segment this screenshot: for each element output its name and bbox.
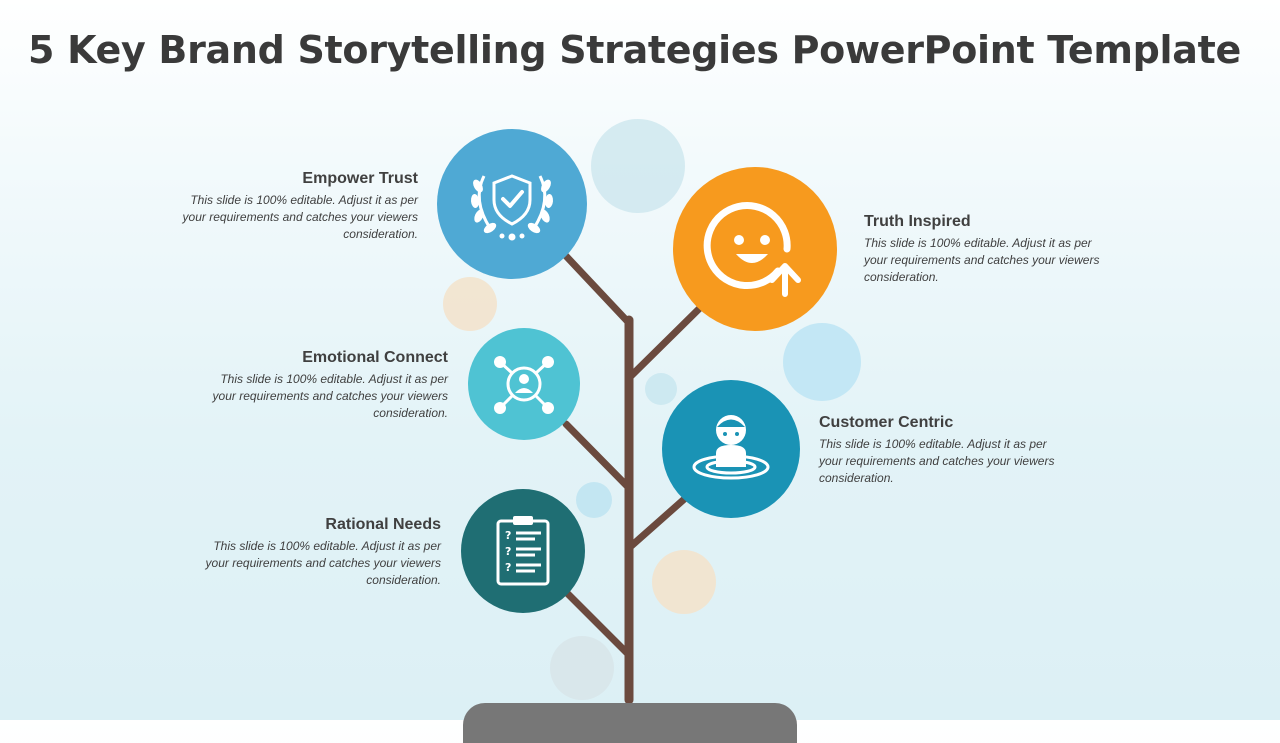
customer-centric-text: Customer Centric This slide is 100% edit… bbox=[819, 414, 1079, 487]
desc-line: consideration. bbox=[366, 573, 441, 587]
page-title: 5 Key Brand Storytelling Strategies Powe… bbox=[28, 28, 1241, 72]
desc-line: your requirements and catches your viewe… bbox=[205, 556, 441, 570]
shield-laurel-icon bbox=[470, 174, 554, 241]
svg-text:?: ? bbox=[505, 545, 511, 558]
rational-needs-node: ? ? ? bbox=[461, 489, 585, 613]
svg-text:?: ? bbox=[505, 529, 511, 542]
desc-line: your requirements and catches your viewe… bbox=[864, 253, 1100, 267]
smile-arrow-up-icon bbox=[703, 202, 801, 297]
desc-line: This slide is 100% editable. Adjust it a… bbox=[864, 236, 1092, 250]
rational-needs-description: This slide is 100% editable. Adjust it a… bbox=[181, 538, 441, 589]
desc-line: This slide is 100% editable. Adjust it a… bbox=[819, 437, 1047, 451]
emotional-connect-heading: Emotional Connect bbox=[302, 349, 448, 366]
desc-line: This slide is 100% editable. Adjust it a… bbox=[220, 372, 448, 386]
rational-needs-heading: Rational Needs bbox=[325, 516, 441, 533]
decorative-bubbles bbox=[443, 119, 861, 700]
person-target-icon bbox=[692, 415, 770, 480]
customer-centric-description: This slide is 100% editable. Adjust it a… bbox=[819, 436, 1079, 487]
empower-trust-description: This slide is 100% editable. Adjust it a… bbox=[158, 192, 418, 243]
truth-inspired-text: Truth Inspired This slide is 100% editab… bbox=[864, 213, 1124, 286]
emotional-connect-description: This slide is 100% editable. Adjust it a… bbox=[188, 371, 448, 422]
checklist-clipboard-icon: ? ? ? bbox=[496, 516, 550, 586]
desc-line: consideration. bbox=[343, 227, 418, 241]
desc-line: your requirements and catches your viewe… bbox=[212, 389, 448, 403]
network-person-icon bbox=[494, 356, 554, 414]
emotional-connect-node bbox=[468, 328, 580, 440]
desc-line: This slide is 100% editable. Adjust it a… bbox=[213, 539, 441, 553]
truth-inspired-description: This slide is 100% editable. Adjust it a… bbox=[864, 235, 1124, 286]
truth-inspired-node bbox=[673, 167, 837, 331]
desc-line: your requirements and catches your viewe… bbox=[182, 210, 418, 224]
tree-pot bbox=[463, 703, 797, 743]
empower-trust-text: Empower Trust This slide is 100% editabl… bbox=[158, 170, 418, 243]
tree-diagram: ? ? ? bbox=[437, 119, 861, 705]
rational-needs-text: Rational Needs This slide is 100% editab… bbox=[181, 516, 441, 589]
desc-line: consideration. bbox=[864, 270, 939, 284]
empower-trust-heading: Empower Trust bbox=[302, 170, 418, 187]
empower-trust-node bbox=[437, 129, 587, 279]
tree-branches bbox=[562, 252, 710, 705]
desc-line: your requirements and catches your viewe… bbox=[819, 454, 1055, 468]
truth-inspired-heading: Truth Inspired bbox=[864, 213, 971, 230]
svg-text:?: ? bbox=[505, 561, 511, 574]
desc-line: consideration. bbox=[373, 406, 448, 420]
customer-centric-heading: Customer Centric bbox=[819, 414, 954, 431]
emotional-connect-text: Emotional Connect This slide is 100% edi… bbox=[188, 349, 448, 422]
desc-line: This slide is 100% editable. Adjust it a… bbox=[190, 193, 418, 207]
customer-centric-node bbox=[662, 380, 800, 518]
desc-line: consideration. bbox=[819, 471, 894, 485]
